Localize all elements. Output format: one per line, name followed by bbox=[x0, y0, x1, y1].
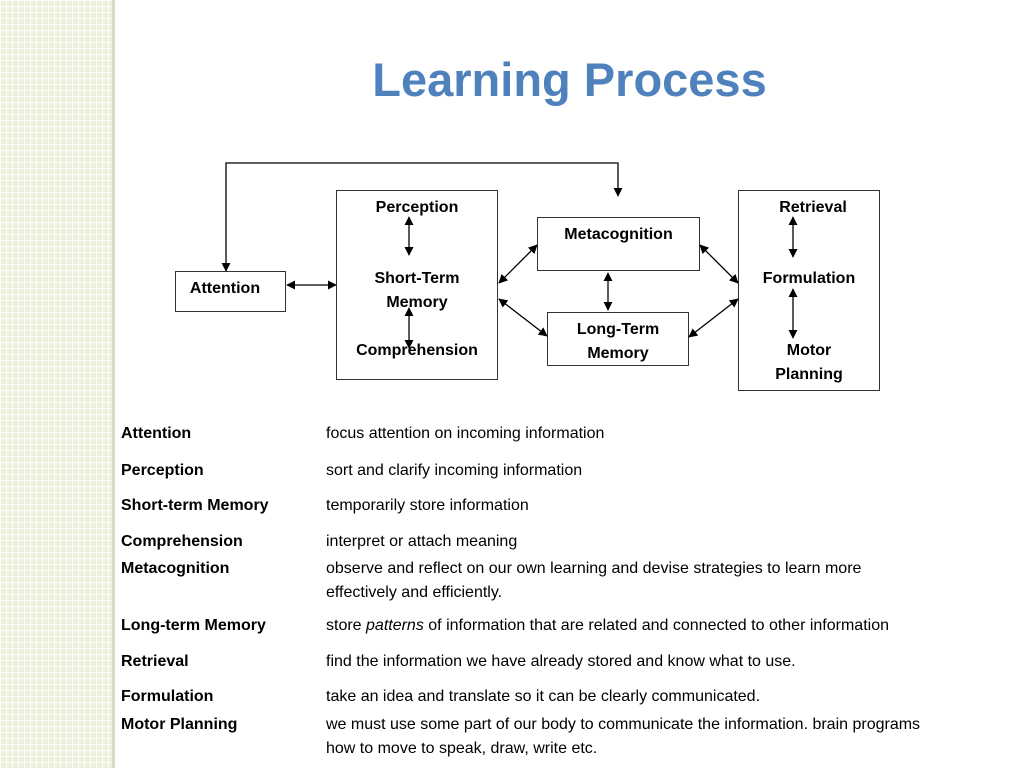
stm-metacognition-arrow bbox=[498, 244, 538, 284]
retrieval-box bbox=[738, 190, 880, 391]
motor-planning-label-2: Planning bbox=[775, 366, 843, 383]
definition-text-pre: store bbox=[326, 617, 367, 634]
long-term-memory-label-1: Long-Term bbox=[576, 321, 660, 338]
definition-text: effectively and efficiently. bbox=[326, 584, 503, 601]
definition-text-post: of information that are related and conn… bbox=[423, 617, 889, 634]
motor-planning-label-1: Motor bbox=[786, 342, 832, 359]
definition-text: store patterns of information that are r… bbox=[326, 614, 1021, 638]
definition-term: Metacognition bbox=[121, 560, 230, 577]
metacognition-label: Metacognition bbox=[564, 226, 673, 243]
feedback-loop-arrow bbox=[221, 162, 623, 272]
definition-term: Motor Planning bbox=[121, 716, 238, 733]
definition-text: how to move to speak, draw, write etc. bbox=[326, 740, 598, 757]
definition-term: Perception bbox=[121, 462, 204, 479]
definition-term: Retrieval bbox=[121, 653, 189, 670]
definition-text: observe and reflect on our own learning … bbox=[326, 560, 862, 577]
definition-text: temporarily store information bbox=[326, 497, 529, 514]
short-term-memory-label-2: Memory bbox=[386, 294, 448, 311]
definition-term: Attention bbox=[121, 425, 192, 442]
ltm-box bbox=[547, 312, 689, 366]
definition-text: we must use some part of our body to com… bbox=[326, 716, 921, 733]
formulation-label: Formulation bbox=[762, 270, 856, 287]
attention-label: Attention bbox=[189, 280, 261, 297]
definition-term: Long-term Memory bbox=[121, 617, 266, 634]
stm-ltm-arrow bbox=[498, 298, 548, 337]
long-term-memory-label-2: Memory bbox=[587, 345, 649, 362]
definition-text: sort and clarify incoming information bbox=[326, 462, 583, 479]
retrieval-label: Retrieval bbox=[779, 199, 847, 216]
definition-text: take an idea and translate so it can be … bbox=[326, 688, 761, 705]
short-term-memory-label-1: Short-Term bbox=[374, 270, 460, 287]
decorative-sidebar bbox=[0, 0, 112, 768]
ltm-retrieval-arrow bbox=[688, 298, 739, 338]
definition-text: interpret or attach meaning bbox=[326, 533, 518, 550]
definition-term: Short-term Memory bbox=[121, 497, 269, 514]
perception-label: Perception bbox=[375, 199, 459, 216]
definition-term: Formulation bbox=[121, 688, 214, 705]
comprehension-label: Comprehension bbox=[356, 342, 478, 359]
definition-text-emphasis: patterns bbox=[366, 617, 424, 634]
metacognition-retrieval-arrow bbox=[699, 244, 739, 284]
sidebar-edge bbox=[112, 0, 115, 768]
definition-term: Comprehension bbox=[121, 533, 243, 550]
definition-text: find the information we have already sto… bbox=[326, 653, 796, 670]
definition-text: focus attention on incoming information bbox=[326, 425, 605, 442]
slide-title: Learning Process bbox=[372, 53, 767, 106]
